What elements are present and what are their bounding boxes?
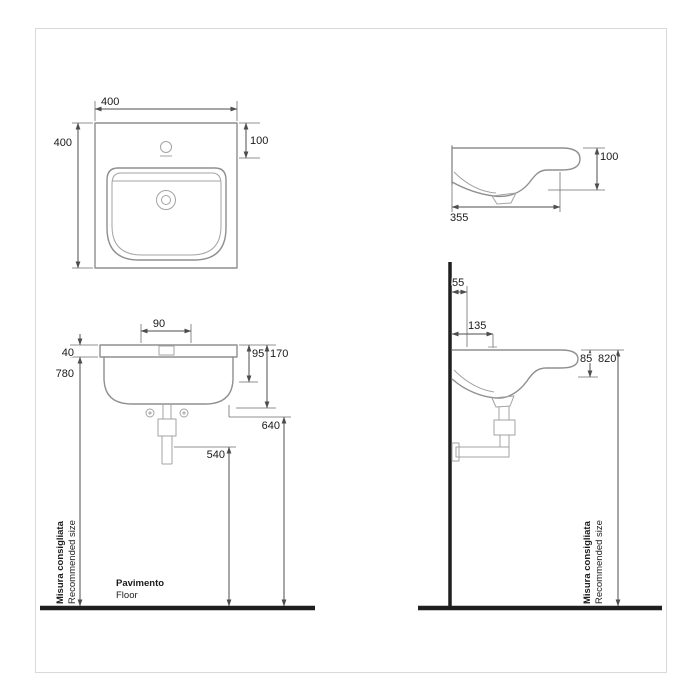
dim-install-heights: 85 820 bbox=[578, 349, 624, 607]
dim-plan-width: 400 bbox=[94, 95, 238, 121]
siphon-trap bbox=[451, 406, 516, 462]
dim-profile-depth: 355 bbox=[449, 172, 561, 225]
dim-tap-wall-distance: 135 bbox=[451, 319, 497, 348]
drain-boss-profile bbox=[491, 192, 517, 205]
dim-label-85: 85 bbox=[580, 353, 592, 365]
dim-label-640: 640 bbox=[262, 420, 280, 432]
basin-installation-inner-curve bbox=[453, 369, 495, 393]
recommended-size-label-italian-left: Misura consigliata bbox=[55, 520, 66, 604]
bowl-front bbox=[103, 356, 234, 405]
tap-hole-plan bbox=[160, 141, 172, 153]
drain-boss-installation bbox=[491, 395, 515, 408]
dim-label-780: 780 bbox=[56, 368, 74, 380]
basin-profile-inner-curve bbox=[453, 171, 497, 194]
front-view: 90 40 780 95 170 640 540 bbox=[40, 317, 315, 611]
dim-label-40: 40 bbox=[62, 347, 74, 359]
fixing-screw-left bbox=[145, 408, 155, 418]
drain-inner-plan bbox=[161, 195, 171, 205]
dim-label-400-top: 400 bbox=[101, 96, 119, 108]
rim-front bbox=[99, 344, 238, 358]
bowl-inner-plan bbox=[111, 172, 222, 256]
bowl-outer-plan bbox=[106, 167, 227, 261]
dim-label-355: 355 bbox=[450, 212, 468, 224]
drain-outer-plan bbox=[156, 190, 176, 210]
dim-plan-tap-offset: 100 bbox=[239, 122, 270, 159]
recommended-size-label-italian-right: Misura consigliata bbox=[582, 520, 593, 604]
basin-installation-outline bbox=[451, 349, 579, 399]
dim-floor-heights: 640 540 bbox=[174, 405, 291, 607]
dim-label-170: 170 bbox=[270, 348, 288, 360]
floor-label-english: Floor bbox=[116, 590, 138, 601]
dim-label-100-profile: 100 bbox=[600, 151, 618, 163]
floor-label-italian: Pavimento bbox=[116, 578, 164, 589]
dim-label-95: 95 bbox=[252, 348, 264, 360]
dim-label-135: 135 bbox=[468, 320, 486, 332]
dim-plan-depth: 400 bbox=[52, 122, 93, 269]
dim-label-100-plan: 100 bbox=[250, 135, 268, 147]
profile-view: 100 355 bbox=[449, 145, 620, 225]
dim-label-540: 540 bbox=[207, 449, 225, 461]
recommended-size-label-english-right: Recommended size bbox=[594, 520, 605, 604]
recommended-size-label-english-left: Recommended size bbox=[67, 520, 78, 604]
page-frame-border bbox=[35, 28, 667, 673]
basin-outline-plan bbox=[94, 122, 238, 269]
dim-tap-spacing: 90 bbox=[140, 317, 192, 343]
dim-label-400-left: 400 bbox=[54, 137, 72, 149]
dim-fixing-offset: 55 bbox=[451, 276, 468, 347]
dim-label-90: 90 bbox=[153, 318, 165, 330]
fixing-screw-right bbox=[179, 408, 189, 418]
tap-hole-front bbox=[158, 345, 175, 356]
dim-label-55: 55 bbox=[452, 277, 464, 289]
dim-label-820: 820 bbox=[598, 353, 616, 365]
dim-rim-thickness-and-height: 40 780 bbox=[54, 334, 98, 607]
plan-view: 400 400 100 bbox=[52, 95, 270, 269]
installation-view: 55 135 85 820 bbox=[418, 262, 662, 611]
trap-front bbox=[157, 404, 177, 465]
dim-profile-rim-height: 100 bbox=[548, 147, 620, 191]
dim-right-heights: 95 170 bbox=[236, 344, 290, 409]
